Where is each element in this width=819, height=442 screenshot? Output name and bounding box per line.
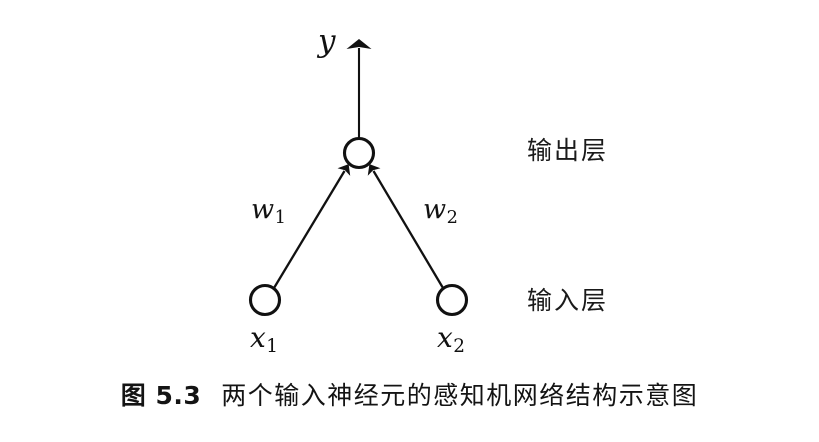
output-layer-label: 输出层 [527,136,609,165]
edge-x1-to-output [273,164,351,289]
weight-w2-subscript: 2 [446,206,458,228]
weight-w1-base: w [251,194,275,225]
input-x1-base: x [250,321,266,354]
input-x2-base: x [437,321,453,354]
edge-x2-to-output [367,164,444,289]
weight-label-w2: w2 [423,196,458,227]
output-variable-label: y [318,26,336,57]
weight-w1-subscript: 1 [274,206,286,228]
input-variable-label-x1: x1 [250,324,278,357]
weight-w2-base: w [423,194,447,225]
figure-caption: 图 5.3 两个输入神经元的感知机网络结构示意图 [0,381,819,411]
weight-label-w1: w1 [251,196,286,227]
figure-caption-text: 两个输入神经元的感知机网络结构示意图 [221,381,699,410]
input-layer-label: 输入层 [527,286,609,315]
input-x1-subscript: 1 [266,336,279,358]
output-variable-base: y [318,23,336,59]
node-input-neuron-x1 [248,283,282,317]
figure-caption-number: 图 5.3 [120,381,202,410]
input-variable-label-x2: x2 [437,324,465,357]
node-input-neuron-x2 [435,283,469,317]
node-output-neuron [342,136,376,170]
input-x2-subscript: 2 [453,336,466,358]
